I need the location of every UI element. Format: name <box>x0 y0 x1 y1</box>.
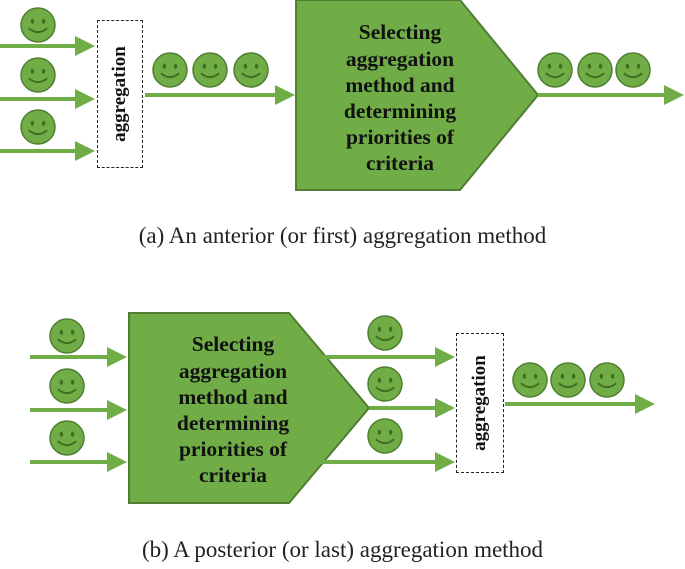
criteria-arrow-b-2 <box>369 398 455 418</box>
diagram-b <box>30 312 655 504</box>
aggregation-label-b: aggregation <box>469 355 491 451</box>
smiley-face-icon <box>577 52 613 88</box>
smiley-face-icon <box>367 366 403 402</box>
smiley-face-icon <box>537 52 573 88</box>
smiley-face-icon <box>589 362 625 398</box>
smiley-face-icon <box>49 420 85 456</box>
input-arrow-a-3 <box>0 141 95 161</box>
input-arrow-a-1 <box>0 36 95 56</box>
smiley-face-icon <box>20 7 56 43</box>
smiley-face-icon <box>192 52 228 88</box>
diagram-a <box>0 0 684 191</box>
smiley-face-icon <box>233 52 269 88</box>
aggregation-box-a: aggregation <box>97 20 143 168</box>
smiley-face-icon <box>512 362 548 398</box>
caption-b: (b) A posterior (or last) aggregation me… <box>141 537 544 562</box>
process-pentagon-a <box>295 0 540 191</box>
smiley-face-icon <box>49 368 85 404</box>
smiley-face-icon <box>49 318 85 354</box>
criteria-arrow-b-1 <box>317 347 455 367</box>
aggregation-label-a: aggregation <box>109 46 131 142</box>
input-arrow-b-3 <box>30 452 127 472</box>
input-arrow-b-1 <box>30 347 127 367</box>
smiley-face-icon <box>20 109 56 145</box>
output-arrow-a <box>538 85 684 105</box>
input-arrow-b-2 <box>30 400 127 420</box>
aggregated-arrow-a <box>145 85 295 105</box>
output-arrow-b <box>505 394 655 414</box>
smiley-face-icon <box>615 52 651 88</box>
smiley-face-icon <box>152 52 188 88</box>
process-pentagon-b <box>128 312 371 504</box>
criteria-arrow-b-3 <box>317 452 455 472</box>
smiley-face-icon <box>20 57 56 93</box>
smiley-face-icon <box>367 315 403 351</box>
smiley-face-icon <box>550 362 586 398</box>
aggregation-box-b: aggregation <box>456 333 504 473</box>
smiley-face-icon <box>367 418 403 454</box>
input-arrow-a-2 <box>0 89 95 109</box>
caption-a: (a) An anterior (or first) aggregation m… <box>138 223 547 248</box>
